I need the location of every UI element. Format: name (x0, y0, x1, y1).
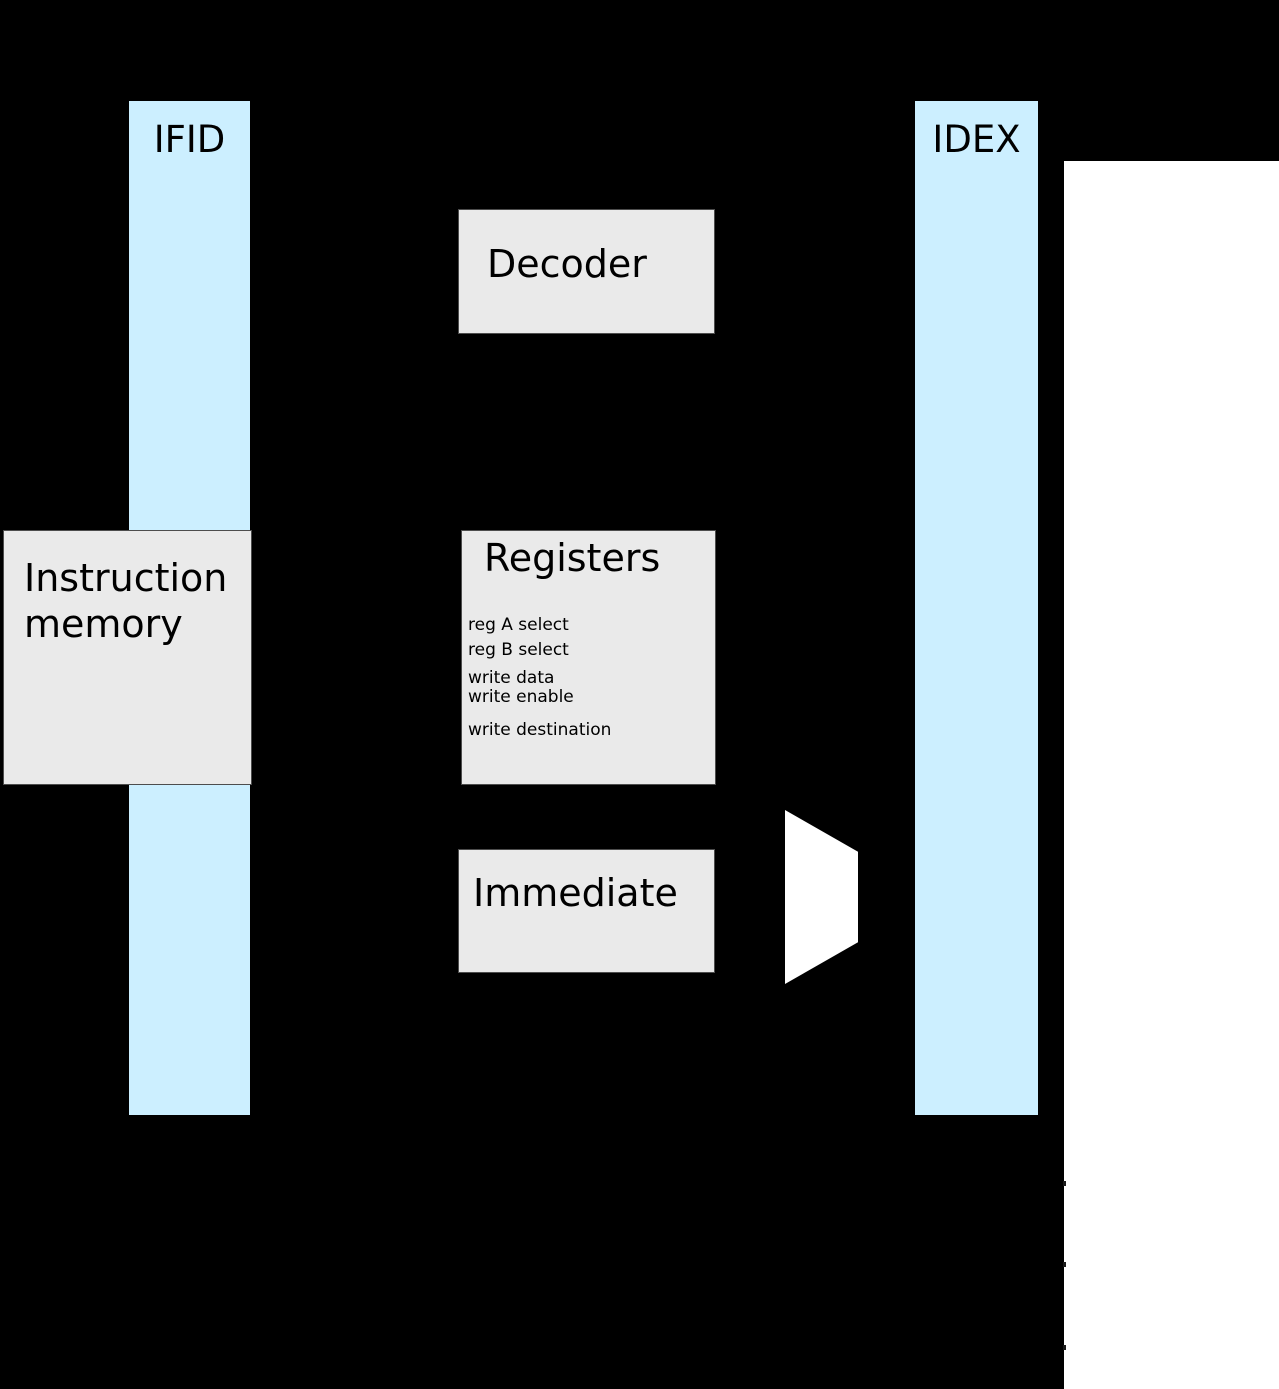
registers-port-reg-b-select: reg B select (468, 640, 569, 660)
pipeline-register-idex[interactable]: IDEX (914, 100, 1039, 1116)
registers-port-write-data: write data (468, 668, 555, 688)
registers-port-write-destination: write destination (468, 720, 612, 740)
unit-instruction-memory-label: Instruction memory (24, 556, 228, 646)
unit-instruction-memory[interactable] (3, 530, 252, 785)
unit-registers-label: Registers (484, 536, 661, 580)
unit-registers[interactable] (461, 530, 716, 785)
edge-artifact-1 (1063, 1181, 1066, 1186)
unit-immediate-label: Immediate (473, 871, 678, 915)
pipeline-register-idex-label: IDEX (932, 118, 1021, 161)
edge-artifact-2 (1063, 1262, 1066, 1267)
multiplexer[interactable] (785, 810, 858, 984)
pipeline-register-ifid-label: IFID (153, 118, 226, 161)
unit-immediate[interactable] (458, 849, 715, 973)
edge-artifact-3 (1063, 1345, 1066, 1350)
right-white-panel (1064, 161, 1279, 1389)
registers-port-write-enable: write enable (468, 687, 574, 707)
registers-port-reg-a-select: reg A select (468, 615, 569, 635)
unit-decoder-label: Decoder (487, 242, 647, 286)
unit-decoder[interactable] (458, 209, 715, 334)
